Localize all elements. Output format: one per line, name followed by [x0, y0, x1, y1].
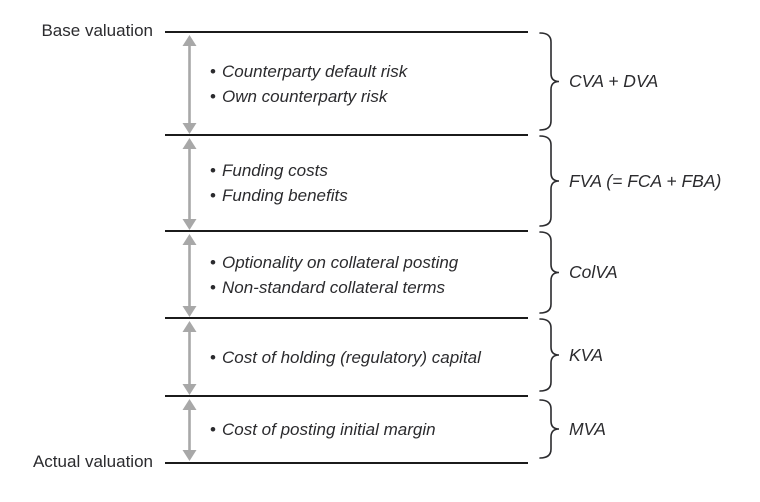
- bullet-text: Non-standard collateral terms: [222, 277, 445, 297]
- level-line-5: [165, 394, 528, 398]
- adjustment-label-colva: ColVA: [569, 262, 618, 282]
- list-item: • Counterparty default risk: [210, 59, 540, 84]
- section-bullets-kva: • Cost of holding (regulatory) capital: [210, 318, 540, 396]
- double-arrow-icon: [182, 234, 197, 317]
- bullet-text: Optionality on collateral posting: [222, 252, 459, 272]
- list-item: • Cost of posting initial margin: [210, 417, 540, 442]
- bullet-icon: •: [210, 161, 216, 180]
- adjustment-label-mva: MVA: [569, 418, 606, 439]
- bullet-icon: •: [210, 277, 216, 297]
- list-item: • Own counterparty risk: [210, 84, 540, 109]
- level-line-2: [165, 133, 528, 137]
- double-arrow-icon: [182, 138, 197, 230]
- list-item: • Funding costs: [210, 158, 540, 183]
- level-line-base: [165, 30, 528, 34]
- level-line-3: [165, 229, 528, 233]
- list-item: • Optionality on collateral posting: [210, 250, 540, 275]
- section-bullets-colva: • Optionality on collateral posting • No…: [210, 231, 540, 318]
- bullet-text: Funding costs: [222, 161, 328, 180]
- list-item: • Funding benefits: [210, 183, 540, 208]
- section-brace: [539, 32, 560, 131]
- double-arrow-icon: [182, 35, 197, 134]
- section-brace: [539, 318, 560, 392]
- bullet-icon: •: [210, 347, 216, 367]
- adjustment-label-cva-dva: CVA + DVA: [569, 71, 659, 91]
- bullet-icon: •: [210, 252, 216, 272]
- double-arrow-icon: [182, 399, 197, 461]
- bullet-icon: •: [210, 420, 216, 439]
- actual-valuation-label: Actual valuation: [32, 452, 153, 471]
- bullet-icon: •: [210, 86, 216, 106]
- bullet-text: Cost of holding (regulatory) capital: [222, 347, 481, 367]
- list-item: • Non-standard collateral terms: [210, 275, 540, 300]
- section-brace: [539, 399, 560, 459]
- bullet-text: Cost of posting initial margin: [222, 420, 436, 439]
- bullet-text: Own counterparty risk: [222, 86, 388, 106]
- bullet-text: Counterparty default risk: [222, 61, 408, 81]
- section-bullets-cva-dva: • Counterparty default risk • Own counte…: [210, 32, 540, 135]
- section-brace: [539, 231, 560, 314]
- section-bullets-mva: • Cost of posting initial margin: [210, 396, 540, 463]
- section-brace: [539, 135, 560, 227]
- base-valuation-label: Base valuation: [41, 21, 153, 40]
- bullet-icon: •: [210, 61, 216, 81]
- bullet-icon: •: [210, 186, 216, 205]
- section-bullets-fva: • Funding costs • Funding benefits: [210, 135, 540, 231]
- list-item: • Cost of holding (regulatory) capital: [210, 345, 540, 370]
- adjustment-label-kva: KVA: [569, 344, 604, 365]
- bullet-text: Funding benefits: [222, 186, 348, 205]
- level-line-4: [165, 316, 528, 320]
- double-arrow-icon: [182, 321, 197, 395]
- level-line-actual: [165, 461, 528, 465]
- adjustment-label-fva: FVA (= FCA + FBA): [569, 170, 722, 191]
